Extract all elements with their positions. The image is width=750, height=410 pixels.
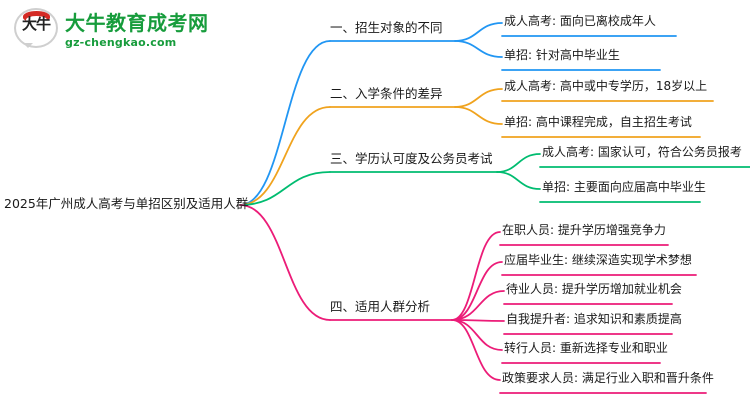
connector-branch-4-child-6 <box>451 319 501 381</box>
connector-branch-1-child-1 <box>454 22 503 42</box>
connector-branch-3-child-2 <box>496 171 541 190</box>
connector-root-branch-1 <box>239 40 331 206</box>
leaf-node-3-1[interactable]: 成人高考: 国家认可，符合公务员报考 <box>542 145 742 159</box>
logo-text-block: 大牛教育成考网 gz-chengkao.com <box>65 12 209 49</box>
connector-root-branch-4 <box>239 204 331 321</box>
branch-node-3[interactable]: 三、学历认可度及公务员考试 <box>330 151 493 166</box>
connector-root-branch-2 <box>239 106 331 206</box>
leaf-node-4-6[interactable]: 政策要求人员: 满足行业入职和晋升条件 <box>502 371 714 385</box>
connector-branch-4-child-5 <box>451 319 503 351</box>
connector-branch-1-child-2 <box>454 40 503 58</box>
leaf-node-1-1[interactable]: 成人高考: 面向已离校成年人 <box>504 14 656 28</box>
leaf-node-1-2[interactable]: 单招: 针对高中毕业生 <box>504 48 620 62</box>
connector-branch-3-child-1 <box>496 153 541 173</box>
connector-branch-2-child-2 <box>454 106 503 125</box>
leaf-node-4-5[interactable]: 转行人员: 重新选择专业和职业 <box>504 341 668 355</box>
logo-title: 大牛教育成考网 <box>65 10 209 35</box>
connector-root-branch-3 <box>239 171 331 206</box>
logo-mark-text: 大牛 <box>21 15 51 33</box>
site-logo: 大牛 大牛教育成考网 gz-chengkao.com <box>14 8 209 52</box>
logo-swoosh-shape <box>23 11 50 24</box>
leaf-node-4-2[interactable]: 应届毕业生: 继续深造实现学术梦想 <box>504 253 692 267</box>
leaf-node-2-1[interactable]: 成人高考: 高中或中专学历，18岁以上 <box>504 79 708 93</box>
connector-branch-4-child-2 <box>451 261 503 321</box>
leaf-node-4-3[interactable]: 待业人员: 提升学历增加就业机会 <box>506 282 682 296</box>
logo-mark-icon: 大牛 <box>14 8 58 52</box>
leaf-node-2-2[interactable]: 单招: 高中课程完成，自主招生考试 <box>504 115 692 129</box>
root-node[interactable]: 2025年广州成人高考与单招区别及适用人群 <box>4 196 249 211</box>
branch-node-1[interactable]: 一、招生对象的不同 <box>330 20 443 35</box>
leaf-node-4-4[interactable]: 自我提升者: 追求知识和素质提高 <box>506 312 682 326</box>
leaf-node-4-1[interactable]: 在职人员: 提升学历增强竞争力 <box>502 223 666 237</box>
branch-node-4[interactable]: 四、适用人群分析 <box>330 299 431 314</box>
connector-branch-4-child-1 <box>451 231 501 321</box>
branch-node-2[interactable]: 二、入学条件的差异 <box>330 86 443 101</box>
logo-subtitle-url: gz-chengkao.com <box>65 35 177 49</box>
leaf-node-3-2[interactable]: 单招: 主要面向应届高中毕业生 <box>542 180 706 194</box>
connector-branch-2-child-1 <box>454 88 503 108</box>
